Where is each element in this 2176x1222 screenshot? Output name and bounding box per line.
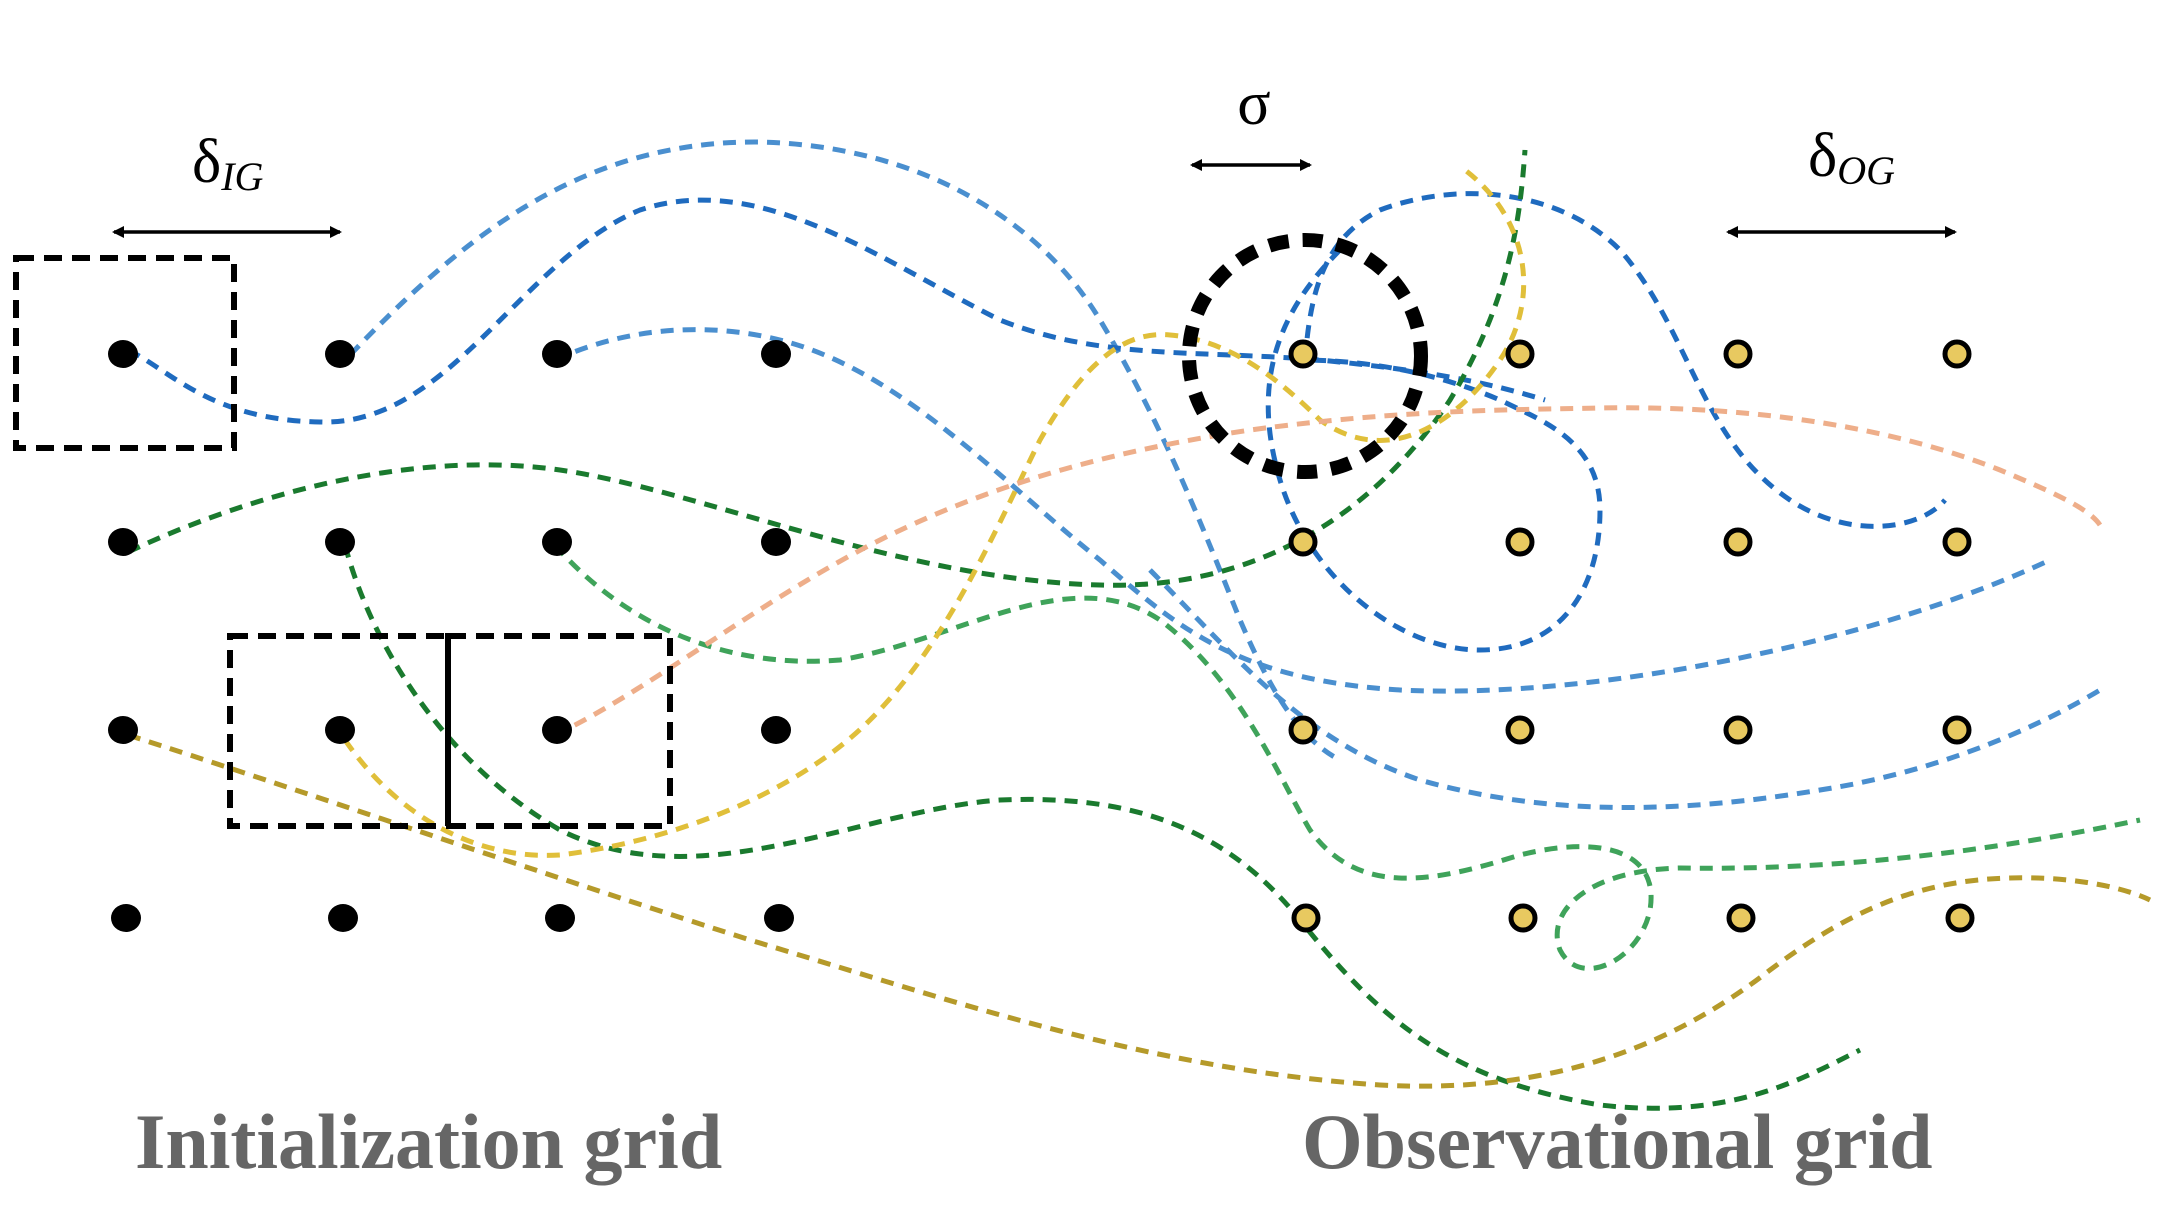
sigma-circle — [1182, 233, 1428, 479]
initialization-grid-label: Initialization grid — [135, 1098, 722, 1185]
init-grid-dot — [761, 340, 791, 368]
trajectory-light-green-1 — [553, 543, 2141, 971]
obs-grid-dot — [1505, 715, 1535, 745]
trajectory-light-blue-3 — [1148, 568, 2102, 810]
trajectory-dark-green-1 — [126, 149, 1528, 588]
obs-grid-dot — [1505, 339, 1535, 369]
init-grid-dot — [761, 716, 791, 744]
init-grid-dot — [761, 528, 791, 556]
init-grid-dot — [545, 904, 575, 932]
init-grid-dot — [111, 904, 141, 932]
delta-og-label: δOG — [1808, 122, 1895, 193]
grid-box-top-left — [13, 255, 237, 451]
init-grid-dot — [108, 716, 138, 744]
obs-grid-dot — [1723, 715, 1753, 745]
obs-grid-dot — [1508, 903, 1538, 933]
obs-grid-dot — [1288, 527, 1318, 557]
init-grid-dot — [764, 904, 794, 932]
obs-grid-dot — [1723, 339, 1753, 369]
obs-grid-dot — [1942, 527, 1972, 557]
obs-grid-dot — [1505, 527, 1535, 557]
init-grid-dot — [325, 340, 355, 368]
obs-grid-dot — [1291, 903, 1321, 933]
dimension-arrows — [112, 159, 1957, 238]
trajectory-yellow-1 — [342, 168, 1527, 858]
obs-grid-dot — [1945, 903, 1975, 933]
trajectory-light-blue-2 — [553, 327, 2052, 694]
trajectories — [126, 139, 2152, 1111]
initialization-grid-dots — [108, 340, 794, 932]
trajectory-dark-blue-circle — [1265, 248, 1603, 653]
obs-grid-dot — [1288, 339, 1318, 369]
obs-grid-dot — [1723, 527, 1753, 557]
sigma-label: σ — [1237, 70, 1270, 138]
trajectory-dark-blue-1 — [126, 197, 1546, 425]
init-grid-dot — [325, 528, 355, 556]
obs-grid-dot — [1726, 903, 1756, 933]
observational-grid-dots — [1288, 339, 1975, 933]
init-grid-dot — [542, 528, 572, 556]
init-grid-dot — [328, 904, 358, 932]
obs-grid-dot — [1288, 715, 1318, 745]
grid-boxes — [13, 255, 673, 829]
trajectory-olive-1 — [127, 732, 2152, 1089]
init-grid-dot — [108, 528, 138, 556]
trajectory-salmon-1 — [553, 405, 2103, 738]
obs-grid-dot — [1942, 339, 1972, 369]
grid-box-lower-2 — [445, 633, 673, 829]
obs-grid-dot — [1942, 715, 1972, 745]
init-grid-dot — [108, 340, 138, 368]
init-grid-dot — [325, 716, 355, 744]
trajectory-light-blue-1 — [348, 139, 1342, 763]
init-grid-dot — [542, 340, 572, 368]
observational-grid-label: Observational grid — [1302, 1098, 1933, 1185]
init-grid-dot — [542, 716, 572, 744]
trajectory-dark-blue-loop — [1302, 191, 1947, 529]
delta-ig-label: δIG — [192, 128, 264, 199]
